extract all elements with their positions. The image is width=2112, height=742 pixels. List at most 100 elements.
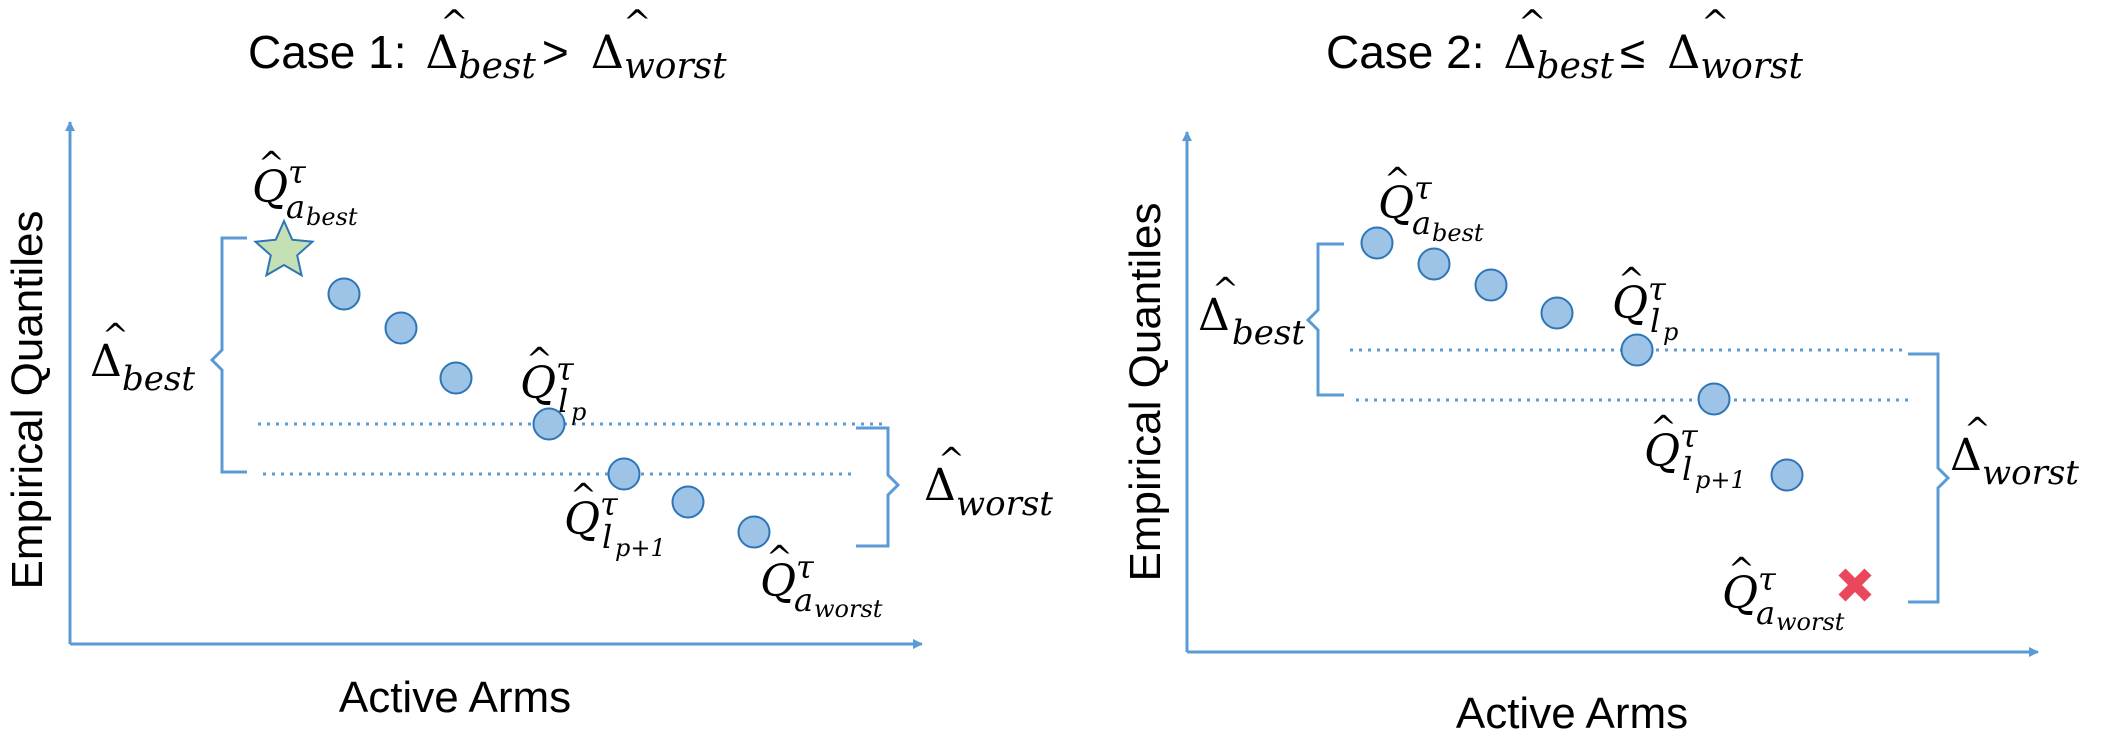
svg-text:p: p bbox=[1663, 318, 1678, 346]
svg-text:^: ^ bbox=[102, 316, 129, 354]
svg-text:p: p bbox=[571, 398, 586, 426]
label-q-lp: ^ Q τ l p bbox=[520, 340, 586, 426]
svg-text:l: l bbox=[1682, 450, 1692, 488]
svg-text:Q: Q bbox=[1644, 426, 1680, 477]
right-brace-delta-worst bbox=[1908, 352, 1951, 604]
worst-arm-cross bbox=[1838, 568, 1872, 602]
svg-text:τ: τ bbox=[556, 350, 575, 388]
svg-text:worst: worst bbox=[956, 484, 1053, 524]
title-case-label: Case 1: bbox=[248, 26, 419, 78]
svg-text:τ: τ bbox=[1758, 560, 1777, 598]
svg-text:best: best bbox=[122, 359, 195, 399]
svg-text:worst: worst bbox=[1982, 453, 2079, 493]
label-delta-best: ^ Δ best bbox=[90, 316, 195, 399]
quantile-point-lp1 bbox=[1697, 382, 1731, 416]
left-brace-delta-best bbox=[209, 236, 247, 474]
svg-text:l: l bbox=[1650, 302, 1660, 340]
label-delta-best: ^ Δ best bbox=[1198, 270, 1305, 353]
title-delta-best-symbol: Δ bbox=[1503, 25, 1536, 79]
svg-text:Q: Q bbox=[760, 556, 796, 607]
y-axis-label: Empirical Quantiles bbox=[1121, 202, 1170, 581]
svg-text:a: a bbox=[794, 581, 813, 619]
svg-text:Δ: Δ bbox=[1950, 430, 1982, 481]
label-q-a-best: ^ Q τ a best bbox=[252, 144, 358, 231]
title-delta-best-symbol: Δ bbox=[425, 25, 458, 79]
panel-case-2: Case 2: Δbest≤Δworst ^ ^ Empirical Quant… bbox=[1121, 3, 2079, 738]
svg-text:^: ^ bbox=[938, 440, 965, 478]
svg-text:worst: worst bbox=[1776, 608, 1845, 636]
quantile-point bbox=[1770, 458, 1804, 492]
title-best-subscript: best bbox=[459, 46, 537, 87]
panel-case-1: Case 1: Δbest>Δworst ^ ^ Empirical Quant… bbox=[3, 3, 1053, 722]
svg-text:^: ^ bbox=[570, 476, 597, 514]
svg-text:Q: Q bbox=[1612, 278, 1648, 329]
quantile-point bbox=[1540, 296, 1574, 330]
svg-text:best: best bbox=[1232, 313, 1305, 353]
svg-text:Q: Q bbox=[520, 358, 556, 409]
svg-text:τ: τ bbox=[288, 153, 307, 191]
svg-text:^: ^ bbox=[766, 538, 793, 576]
label-q-a-worst: ^ Q τ a worst bbox=[1722, 550, 1845, 636]
svg-text:l: l bbox=[558, 382, 568, 420]
quantile-point-lp bbox=[1620, 333, 1654, 367]
svg-text:^: ^ bbox=[1650, 408, 1677, 446]
svg-text:^: ^ bbox=[1964, 410, 1991, 448]
title-best-subscript: best bbox=[1537, 46, 1615, 87]
best-arm-point bbox=[1360, 226, 1394, 260]
svg-text:^: ^ bbox=[1384, 160, 1411, 198]
svg-text:best: best bbox=[306, 203, 358, 231]
svg-text:Q: Q bbox=[1378, 178, 1414, 229]
label-q-a-best: ^ Q τ a best bbox=[1378, 160, 1484, 247]
label-q-lp1: ^ Q τ l p+1 bbox=[564, 476, 666, 562]
left-brace-delta-best bbox=[1305, 242, 1344, 397]
svg-text:^: ^ bbox=[1728, 550, 1755, 588]
svg-text:τ: τ bbox=[796, 548, 815, 586]
svg-text:l: l bbox=[602, 518, 612, 556]
svg-text:Δ: Δ bbox=[1198, 290, 1230, 341]
panel-title: Case 2: Δbest≤ Δworst bbox=[1326, 25, 1804, 87]
svg-text:τ: τ bbox=[1414, 169, 1433, 207]
quantile-point bbox=[671, 485, 705, 519]
svg-text:Δ: Δ bbox=[924, 460, 956, 511]
quantile-point bbox=[1474, 268, 1508, 302]
svg-text:Q: Q bbox=[564, 494, 600, 545]
x-axis-label: Active Arms bbox=[1456, 689, 1688, 738]
label-q-lp1: ^ Q τ l p+1 bbox=[1644, 408, 1746, 494]
title-relation: > bbox=[542, 26, 569, 78]
svg-text:Q: Q bbox=[252, 162, 288, 213]
title-delta-worst-symbol: Δ bbox=[1667, 25, 1700, 79]
svg-text:^: ^ bbox=[258, 144, 285, 182]
svg-text:p+1: p+1 bbox=[1695, 466, 1746, 494]
svg-text:Q: Q bbox=[1722, 568, 1758, 619]
svg-text:best: best bbox=[1432, 219, 1484, 247]
right-brace-delta-worst bbox=[856, 426, 901, 548]
title-relation: ≤ bbox=[1620, 26, 1645, 78]
label-delta-worst: ^ Δ worst bbox=[1950, 410, 2079, 493]
title-hat-worst: ^ bbox=[1701, 3, 1730, 43]
quantile-point bbox=[1417, 247, 1451, 281]
x-axis-label: Active Arms bbox=[339, 673, 571, 722]
panel-title: Case 1: Δbest> Δworst bbox=[248, 25, 727, 87]
label-q-a-worst: ^ Q τ a worst bbox=[760, 538, 883, 623]
label-delta-worst: ^ Δ worst bbox=[924, 440, 1053, 524]
title-case-label: Case 2: bbox=[1326, 26, 1497, 78]
quantile-point bbox=[439, 361, 473, 395]
y-axis-label: Empirical Quantiles bbox=[3, 210, 52, 589]
title-hat-best: ^ bbox=[440, 3, 469, 43]
svg-text:Δ: Δ bbox=[90, 336, 122, 387]
title-hat-worst: ^ bbox=[623, 3, 652, 43]
title-delta-worst-symbol: Δ bbox=[591, 25, 624, 79]
title-worst-subscript: worst bbox=[624, 46, 727, 87]
best-arm-star bbox=[253, 218, 315, 278]
svg-text:τ: τ bbox=[1680, 417, 1699, 455]
svg-text:a: a bbox=[1412, 204, 1431, 242]
quantile-point bbox=[384, 311, 418, 345]
svg-text:^: ^ bbox=[526, 340, 553, 378]
svg-text:^: ^ bbox=[1212, 270, 1239, 308]
title-hat-best: ^ bbox=[1518, 3, 1547, 43]
svg-text:^: ^ bbox=[1618, 260, 1645, 298]
title-worst-subscript: worst bbox=[1700, 46, 1803, 87]
svg-text:a: a bbox=[286, 188, 305, 226]
svg-text:τ: τ bbox=[600, 485, 619, 523]
